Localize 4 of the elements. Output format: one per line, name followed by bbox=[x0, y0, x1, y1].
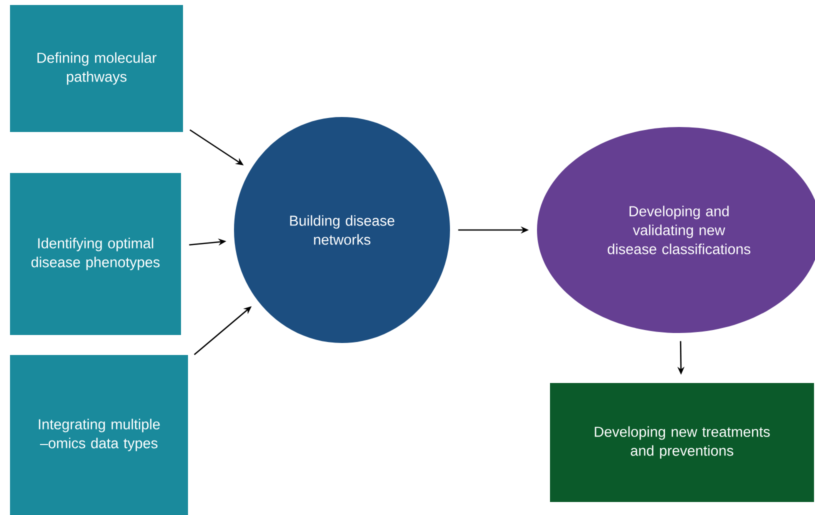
process-box: Identifying optimal disease phenotypes bbox=[10, 172, 181, 335]
process-box: Developing new treatments and preventions bbox=[550, 382, 814, 502]
process-box: Integrating multiple –omics data types bbox=[10, 354, 188, 515]
process-box: Defining molecular pathways bbox=[10, 5, 183, 132]
